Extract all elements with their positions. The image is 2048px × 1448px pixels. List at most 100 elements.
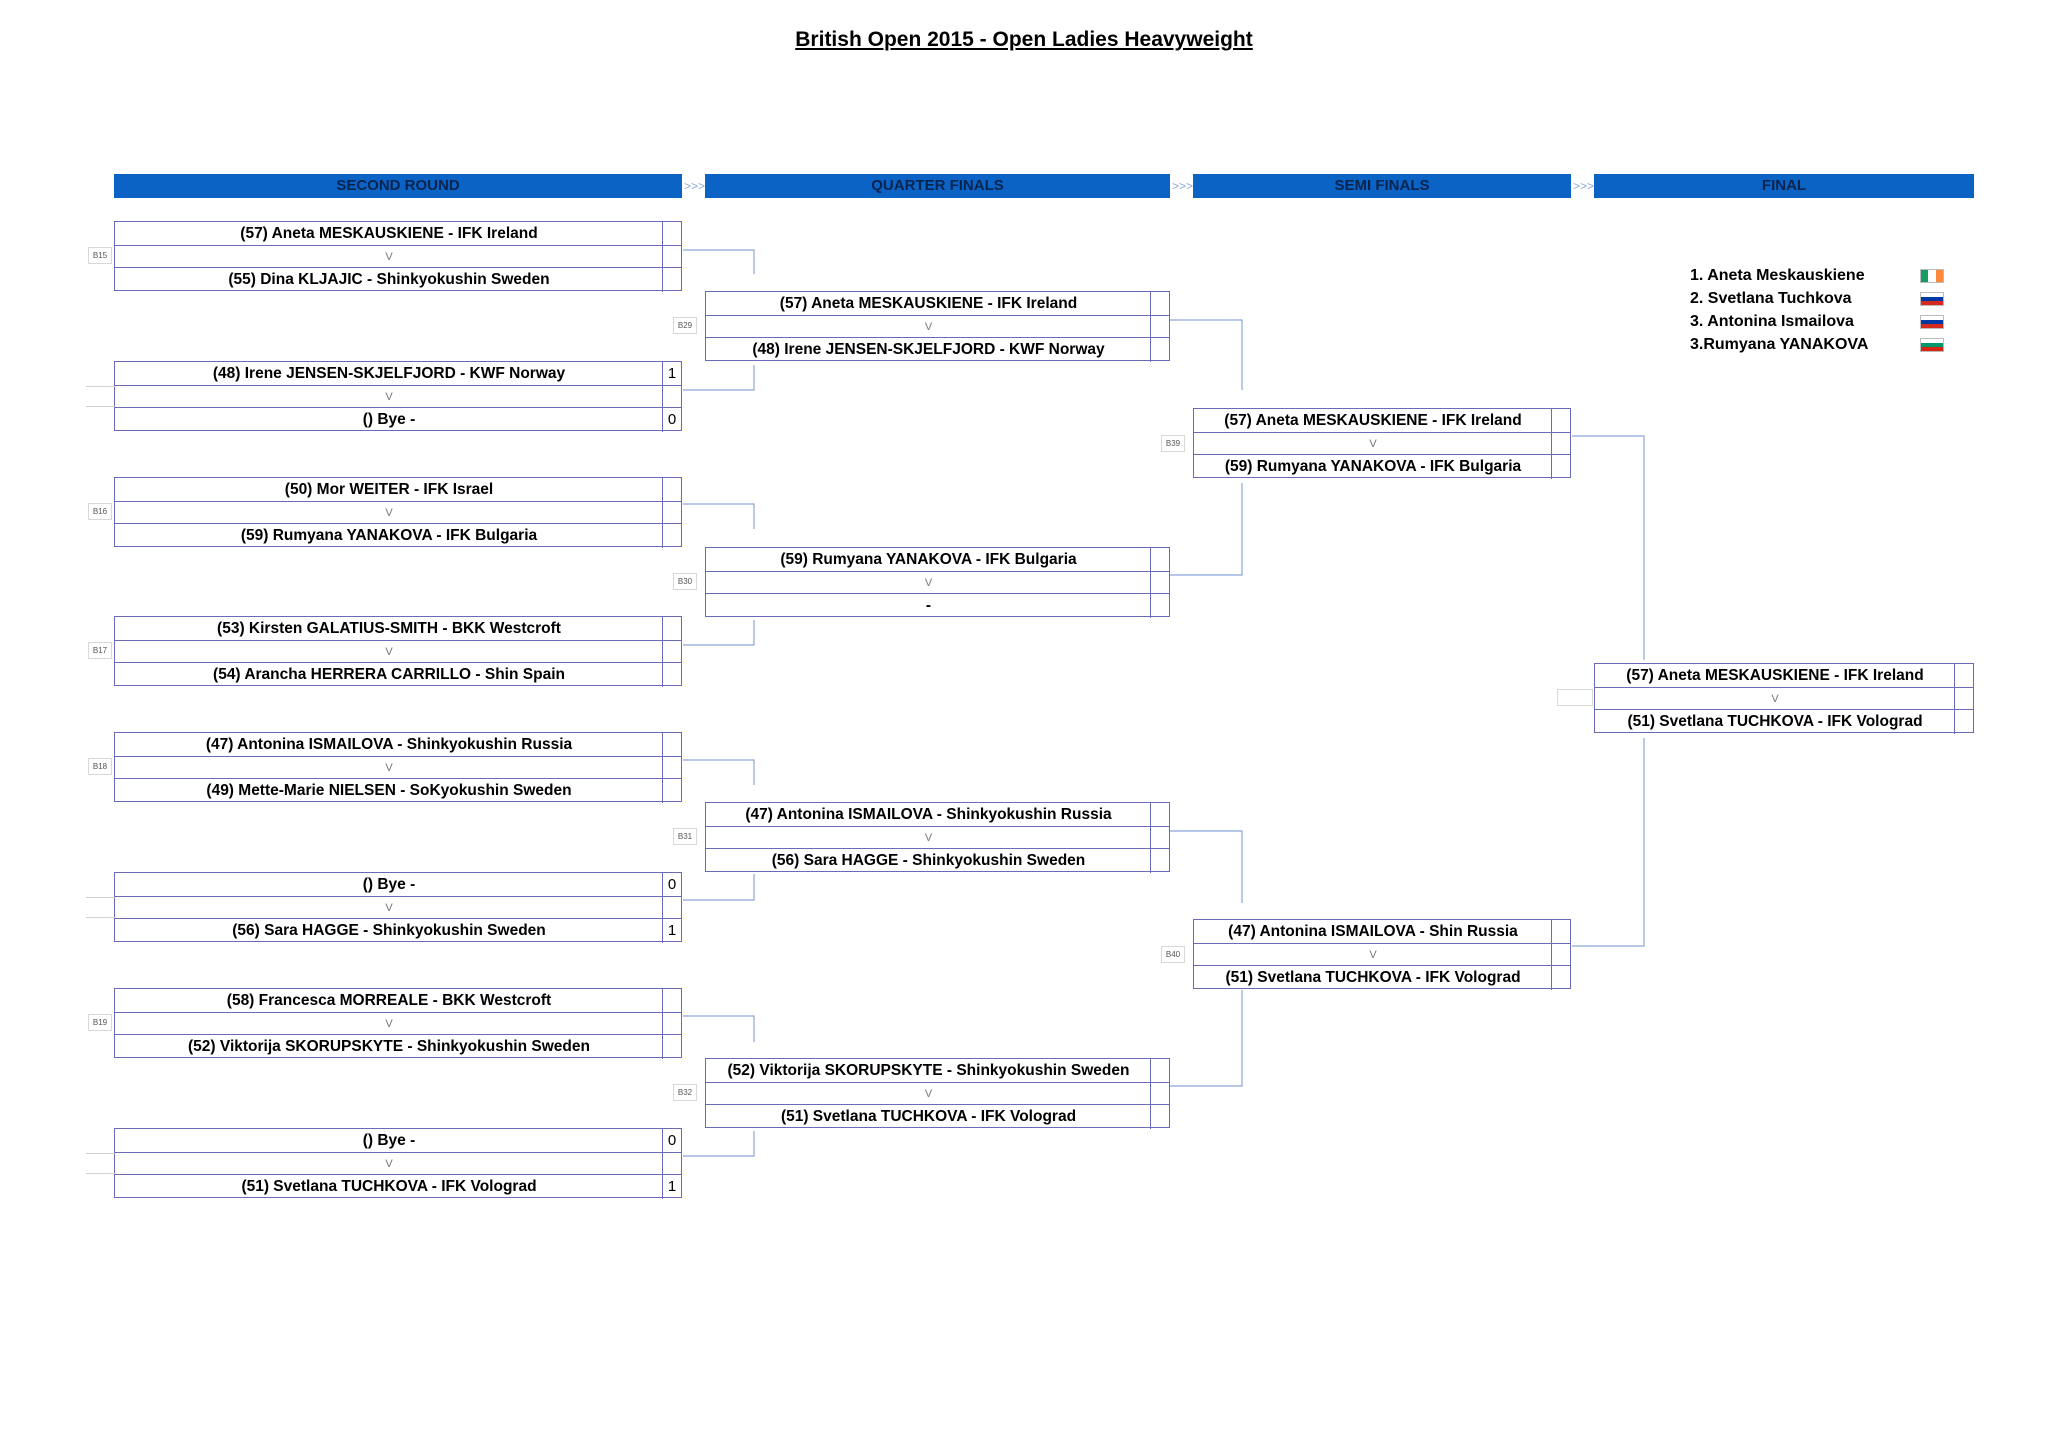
competitor-name: (51) Svetlana TUCHKOVA - IFK Volograd [1225, 969, 1521, 986]
match-bye-2: () Bye -0 V (56) Sara HAGGE - Shinkyokus… [114, 872, 682, 943]
score-cell [1954, 664, 1973, 687]
versus-label: V [924, 321, 933, 333]
match-b39: (57) Aneta MESKAUSKIENE - IFK Ireland V … [1193, 408, 1571, 479]
competitor-name: (59) Rumyana YANAKOVA - IFK Bulgaria [240, 527, 538, 544]
results-legend: 1. Aneta Meskauskiene 2. Svetlana Tuchko… [1690, 264, 1944, 356]
score-cell [662, 222, 681, 245]
score-cell [662, 246, 681, 267]
score-cell [662, 663, 681, 687]
versus-label: V [1369, 438, 1377, 450]
result-label: 2. Svetlana Tuchkova [1690, 290, 1852, 307]
header-semi-finals: SEMI FINALS [1193, 174, 1571, 198]
competitor-name: (59) Rumyana YANAKOVA - IFK Bulgaria [780, 551, 1077, 568]
competitor-name: (57) Aneta MESKAUSKIENE - IFK Ireland [240, 225, 538, 242]
match-bye-1: (48) Irene JENSEN-SKJELFJORD - KWF Norwa… [114, 361, 682, 432]
score-cell [1150, 292, 1169, 315]
versus-label: V [385, 762, 393, 774]
score-cell [1150, 827, 1169, 848]
bout-label: B40 [1161, 946, 1185, 963]
score-cell [662, 1153, 681, 1174]
score-cell [1954, 710, 1973, 734]
competitor-name: (57) Aneta MESKAUSKIENE - IFK Ireland [1224, 412, 1522, 429]
competitor-name: (54) Arancha HERRERA CARRILLO - Shin Spa… [213, 666, 565, 683]
score-cell [1150, 1105, 1169, 1129]
bout-label: B31 [673, 828, 697, 845]
score-cell [662, 386, 681, 407]
competitor-name: (57) Aneta MESKAUSKIENE - IFK Ireland [1626, 667, 1924, 684]
score-cell [1551, 920, 1570, 943]
score-cell [1150, 1059, 1169, 1082]
match-b15: (57) Aneta MESKAUSKIENE - IFK Ireland V … [114, 221, 682, 292]
score-cell [1150, 572, 1169, 593]
competitor-name: () Bye - [362, 1132, 416, 1149]
bout-label: B32 [673, 1084, 697, 1101]
score-cell [662, 524, 681, 548]
match-b32: (52) Viktorija SKORUPSKYTE - Shinkyokush… [705, 1058, 1170, 1129]
match-bye-3: () Bye -0 V (51) Svetlana TUCHKOVA - IFK… [114, 1128, 682, 1199]
round-arrow: >>> [1172, 179, 1194, 193]
competitor-name: (49) Mette-Marie NIELSEN - SoKyokushin S… [206, 782, 572, 799]
score-cell [1150, 548, 1169, 571]
match-b30: (59) Rumyana YANAKOVA - IFK Bulgaria V - [705, 547, 1170, 618]
bout-label: B39 [1161, 435, 1185, 452]
bout-label: B15 [88, 247, 112, 264]
result-third: 3. Antonina Ismailova [1690, 310, 1944, 333]
bye-stub-line [86, 406, 116, 407]
match-b31: (47) Antonina ISMAILOVA - Shinkyokushin … [705, 802, 1170, 873]
score-cell [1551, 409, 1570, 432]
result-label: 3.Rumyana YANAKOVA [1690, 336, 1869, 353]
bout-label: B19 [88, 1014, 112, 1031]
versus-label: V [924, 1088, 933, 1100]
match-b29: (57) Aneta MESKAUSKIENE - IFK Ireland V … [705, 291, 1170, 362]
versus-label: V [924, 832, 933, 844]
score-cell [1150, 594, 1169, 618]
competitor-name: (47) Antonina ISMAILOVA - Shinkyokushin … [205, 736, 573, 753]
competitor-name: (56) Sara HAGGE - Shinkyokushin Sweden [771, 852, 1086, 869]
score-cell [662, 641, 681, 662]
result-second: 2. Svetlana Tuchkova [1690, 287, 1944, 310]
versus-label: V [385, 646, 393, 658]
russia-flag-icon [1920, 292, 1944, 306]
score-cell [1150, 1083, 1169, 1104]
competitor-name: (59) Rumyana YANAKOVA - IFK Bulgaria [1224, 458, 1522, 475]
score-cell [662, 502, 681, 523]
score-cell [1551, 966, 1570, 990]
competitor-name: (53) Kirsten GALATIUS-SMITH - BKK Westcr… [217, 620, 561, 637]
result-label: 1. Aneta Meskauskiene [1690, 267, 1865, 284]
competitor-name: - [925, 597, 932, 614]
competitor-name: (52) Viktorija SKORUPSKYTE - Shinkyokush… [188, 1038, 590, 1055]
competitor-name: () Bye - [362, 876, 416, 893]
score-cell [662, 779, 681, 803]
match-b16: (50) Mor WEITER - IFK Israel V (59) Rumy… [114, 477, 682, 548]
score-cell [662, 733, 681, 756]
bye-stub-line [86, 1173, 116, 1174]
versus-label: V [1369, 949, 1377, 961]
bout-label: B29 [673, 317, 697, 334]
bout-label: B17 [88, 642, 112, 659]
bout-label: B30 [673, 573, 697, 590]
score-cell [1954, 688, 1973, 709]
competitor-name: (51) Svetlana TUCHKOVA - IFK Volograd [241, 1178, 537, 1195]
result-third-shared: 3.Rumyana YANAKOVA [1690, 333, 1944, 356]
score-cell: 0 [662, 873, 681, 896]
bye-stub-line [86, 897, 116, 898]
score-cell [662, 617, 681, 640]
score-cell [662, 1035, 681, 1059]
bout-label: B16 [88, 503, 112, 520]
score-cell [1150, 849, 1169, 873]
russia-flag-icon [1920, 315, 1944, 329]
round-arrow: >>> [1573, 179, 1595, 193]
versus-label: V [385, 507, 393, 519]
competitor-name: (47) Antonina ISMAILOVA - Shinkyokushin … [745, 806, 1112, 823]
score-cell [1150, 803, 1169, 826]
header-second-round: SECOND ROUND [114, 174, 682, 198]
score-cell [662, 1013, 681, 1034]
score-cell [1551, 455, 1570, 479]
score-cell: 0 [662, 408, 681, 432]
score-cell [662, 757, 681, 778]
bout-label: B18 [88, 758, 112, 775]
versus-label: V [385, 1018, 393, 1030]
competitor-name: (50) Mor WEITER - IFK Israel [284, 481, 494, 498]
match-final: (57) Aneta MESKAUSKIENE - IFK Ireland V … [1594, 663, 1974, 734]
